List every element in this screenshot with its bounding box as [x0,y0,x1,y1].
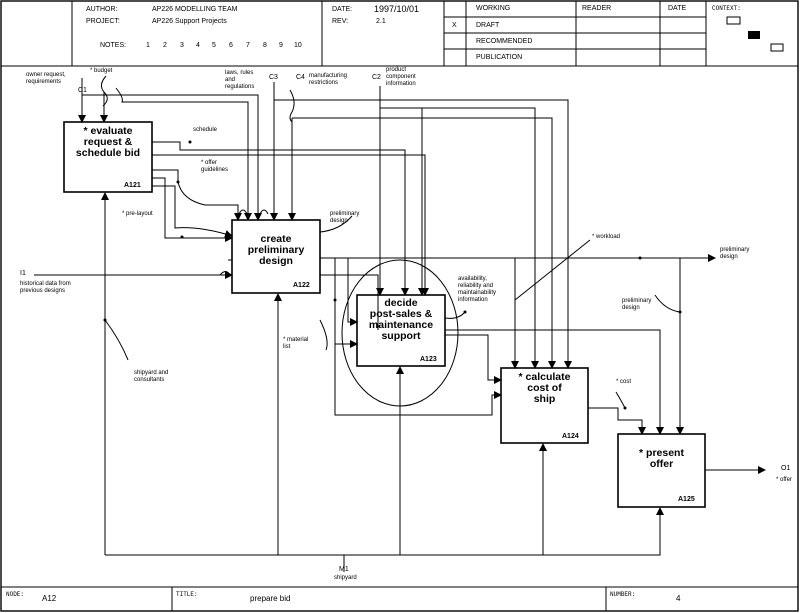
note-2: 2 [163,42,167,49]
status-recommended: RECOMMENDED [476,38,533,45]
box-a123-id: A123 [420,356,437,363]
note-6: 6 [229,42,233,49]
box-a125-title: * present offer [639,447,684,471]
shipyard-label: shipyard [334,575,357,581]
note-9: 9 [279,42,283,49]
note-1: 1 [146,42,150,49]
box-a124-title: * calculate cost of ship [518,371,571,406]
note-7: 7 [246,42,250,49]
notes-label: NOTES: [100,42,127,49]
box-a121-title: * evaluate request & schedule bid [75,125,141,160]
title-label: TITLE: [176,591,198,598]
project-label: PROJECT: [86,18,120,25]
reader-date-label: DATE [668,5,687,12]
note-5: 5 [212,42,216,49]
preliminary-design-out-label: preliminary design [720,247,750,260]
number-value: 4 [676,594,681,603]
diagram-title: prepare bid [250,594,291,603]
c1-code: C1 [78,87,87,94]
status-working: WORKING [476,5,511,12]
reader-label: READER [582,5,612,12]
note-8: 8 [263,42,267,49]
preliminary-design-label-1: preliminary design [330,211,360,224]
availability-label: availability, reliability and maintainab… [458,276,497,303]
rev-value: 2.1 [376,18,386,25]
author-value: AP226 MODELLING TEAM [152,6,238,13]
c3-code: C3 [269,74,278,81]
author-label: AUTHOR: [86,6,118,13]
c2-label: product component information [386,67,416,87]
date-label: DATE: [332,6,353,13]
status-publication: PUBLICATION [476,54,523,61]
note-3: 3 [180,42,184,49]
box-a125-id: A125 [678,496,695,503]
c2-code: C2 [372,74,381,81]
c1-label: owner request, requirements [26,72,66,85]
workload-label: * workload [592,234,621,240]
node-value: A12 [42,594,57,603]
shipyard-consultants-label: shipyard and consultants [134,370,169,383]
i1-code: I1 [20,270,26,277]
note-4: 4 [196,42,200,49]
rev-label: REV: [332,18,349,25]
c4-label: manufacturing restrictions [309,73,348,86]
preliminary-design-label-2: preliminary design [622,298,652,311]
box-a123-title: decide post-sales & maintenance support [368,297,434,343]
box-a122-id: A122 [293,282,310,289]
context-label: CONTEXT: [712,5,741,12]
offer-guidelines-label: * offer guidelines [201,160,229,173]
project-value: AP226 Support Projects [152,18,227,25]
note-10: 10 [294,42,302,49]
i1-label: historical data from previous designs [20,281,71,294]
budget-label: * budget [90,68,113,74]
c3-label: laws, rules and regulations [225,70,255,90]
box-a122-title: create preliminary design [247,233,305,268]
box-a121-id: A121 [124,182,141,189]
offer-label: * offer [776,477,792,483]
cost-label: * cost [616,379,632,385]
m1-code: M1 [339,566,349,573]
pre-layout-label: * pre-layout [122,211,153,217]
schedule-label: schedule [193,127,218,133]
status-draft: DRAFT [476,22,500,29]
number-label: NUMBER: [610,591,636,598]
node-label: NODE: [6,591,25,598]
material-list-label: * material list [283,337,309,350]
date-value: 1997/10/01 [374,4,420,14]
status-mark: X [452,22,457,29]
o1-code: O1 [781,465,791,472]
box-a124-id: A124 [562,433,579,440]
c4-code: C4 [296,74,305,81]
